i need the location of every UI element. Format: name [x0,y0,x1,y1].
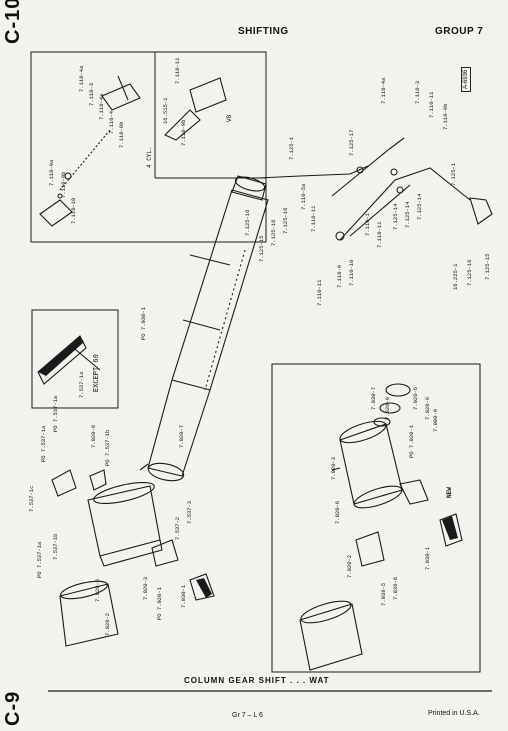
part-label: 7.537-3 [186,500,193,524]
part-label: 7.125-15 [484,253,491,280]
part-label: 7.110-9b [60,171,67,198]
part-label: 16.225-1 [452,263,459,290]
part-label: 7.110-4 [108,110,115,134]
part-label: 7.110-5a [300,183,307,210]
printed-note: Printed in U.S.A. [428,710,480,717]
part-label: 7.537-1a [78,371,85,398]
part-label: 7.020-7 [178,424,185,448]
part-label: 7.110-10 [70,197,77,224]
part-label: 7.110-9 [336,264,343,288]
part-label: 7.125-16 [282,207,289,234]
part-label: 7.030-1 [180,584,187,608]
part-label: 7.125-15 [258,235,265,262]
inset-label-v8: V8 [226,114,233,122]
part-label: 7.110-11 [174,57,181,84]
part-label: PO 7.020-1 [156,586,163,620]
section-tab-top: C-10 [2,0,24,44]
part-label: 7.125-17 [348,129,355,156]
part-label: PO 7.537-1a [52,395,59,432]
section-tab-bottom: C-9 [2,690,24,726]
page-number: Gr 7 – L 6 [232,712,263,719]
part-label: 7.000-9 [432,408,439,432]
part-label: 7.110-9b [442,103,449,130]
part-label: 7.036-6 [392,576,399,600]
part-label: PO 7.030-1 [140,306,147,340]
group-label: GROUP 7 [435,26,484,37]
part-label: 7.125-1 [288,136,295,160]
part-label: PO 7.537-1a [36,541,43,578]
part-label: 16.515-1 [162,97,169,124]
part-label: 7.020-2 [104,612,111,636]
part-label: 7.125-16 [244,209,251,236]
inset-label-new: NEW [446,487,453,498]
part-label: 7.125-16 [466,259,473,286]
part-label: 7.030-1 [424,546,431,570]
part-label: 7.110-4a [380,77,387,104]
part-label: 7.020-3 [142,576,149,600]
page-title: SHIFTING [238,26,289,37]
inset-label-except: EXCEPT 60 [93,354,101,392]
part-label: 7.125-14 [392,203,399,230]
part-label: 7.110-4a [98,93,105,120]
part-label: 7.537-1b [52,533,59,560]
part-label: 7.110-10 [348,259,355,286]
part-label: 7.020-6 [412,386,419,410]
part-label: 7.020-2 [346,554,353,578]
part-label: 7.110-11 [376,221,383,248]
part-label: 7.020-8 [90,424,97,448]
part-label: 7.020-6 [334,500,341,524]
part-label: 7.125-1 [450,162,457,186]
part-label: 7.020-6 [94,578,101,602]
part-label: 7.110-11 [316,279,323,306]
figure-id-badge: A-6936 [461,66,471,92]
part-label: 7.125-16 [270,219,277,246]
part-label: PO 7.537-1b [104,429,111,466]
part-label: 7.110-9b [180,119,187,146]
part-label: 7.020-8 [424,396,431,420]
part-label: 7.110-11 [428,91,435,118]
part-label: 7.038-5 [380,582,387,606]
part-label: 7.110-3 [88,82,95,106]
part-label: 7.537-1c [28,485,35,512]
inset-label-4cyl: 4 CYL. [146,146,153,168]
part-label: 7.020-9 [384,396,391,420]
part-label: PO 7.537-1a [40,425,47,462]
part-label: 7.110-4a [78,65,85,92]
part-label: 7.020-3 [330,456,337,480]
part-label: 7.125-14 [404,201,411,228]
part-label: 7.125-14 [416,193,423,220]
part-label: 7.110-3 [414,80,421,104]
part-label: 7.110-9b [118,121,125,148]
part-label: 7.110-1 [364,212,371,236]
part-label: 7.030-7 [370,386,377,410]
part-label: 7.110-9a [48,159,55,186]
part-label: 7.110-11 [310,205,317,232]
figure-caption: COLUMN GEAR SHIFT . . . WAT [184,676,330,685]
part-label: 7.537-2 [174,516,181,540]
part-label: PO 7.020-1 [408,424,415,458]
